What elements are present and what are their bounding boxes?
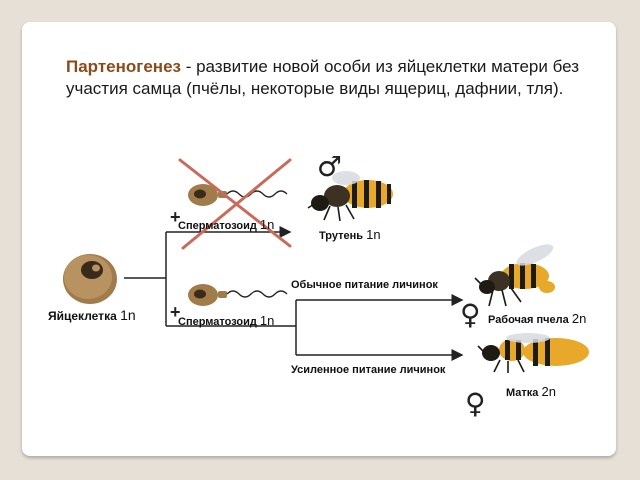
definition-body: - развитие новой особи из яйцеклетки мат… (66, 57, 580, 98)
egg-cell-image (63, 254, 117, 304)
definition-text: Партеногенез - развитие новой особи из я… (66, 56, 596, 100)
worker-bee-label: Рабочая пчела 2n (488, 311, 587, 326)
sperm-bottom-image (188, 284, 288, 306)
male-symbol: ♂ (317, 150, 342, 183)
female-symbol-worker: ♀ (460, 298, 481, 331)
drone-label: Трутень 1n (319, 227, 381, 242)
plus-sign-top: + (170, 207, 181, 227)
sperm-top-label: Сперматозоид 1n (178, 217, 275, 232)
normal-feeding-label: Обычное питание личинок (291, 279, 438, 291)
sperm-top-image (188, 184, 288, 206)
egg-cell-label: Яйцеклетка 1n (48, 307, 136, 323)
enhanced-feeding-label: Усиленное питание личинок (291, 364, 446, 376)
definition-term: Партеногенез (66, 57, 181, 76)
queen-bee-image (477, 333, 589, 373)
female-symbol-queen: ♀ (465, 387, 486, 420)
sperm-bottom-label: Сперматозоид 1n (178, 313, 275, 328)
drone-bee-image (307, 171, 393, 222)
plus-sign-bottom: + (170, 302, 181, 322)
branch-lines (124, 226, 464, 361)
worker-bee-image (474, 244, 555, 307)
slide-card (22, 22, 616, 456)
cross-out-mark (178, 158, 292, 250)
queen-bee-label: Матка 2n (506, 384, 556, 399)
